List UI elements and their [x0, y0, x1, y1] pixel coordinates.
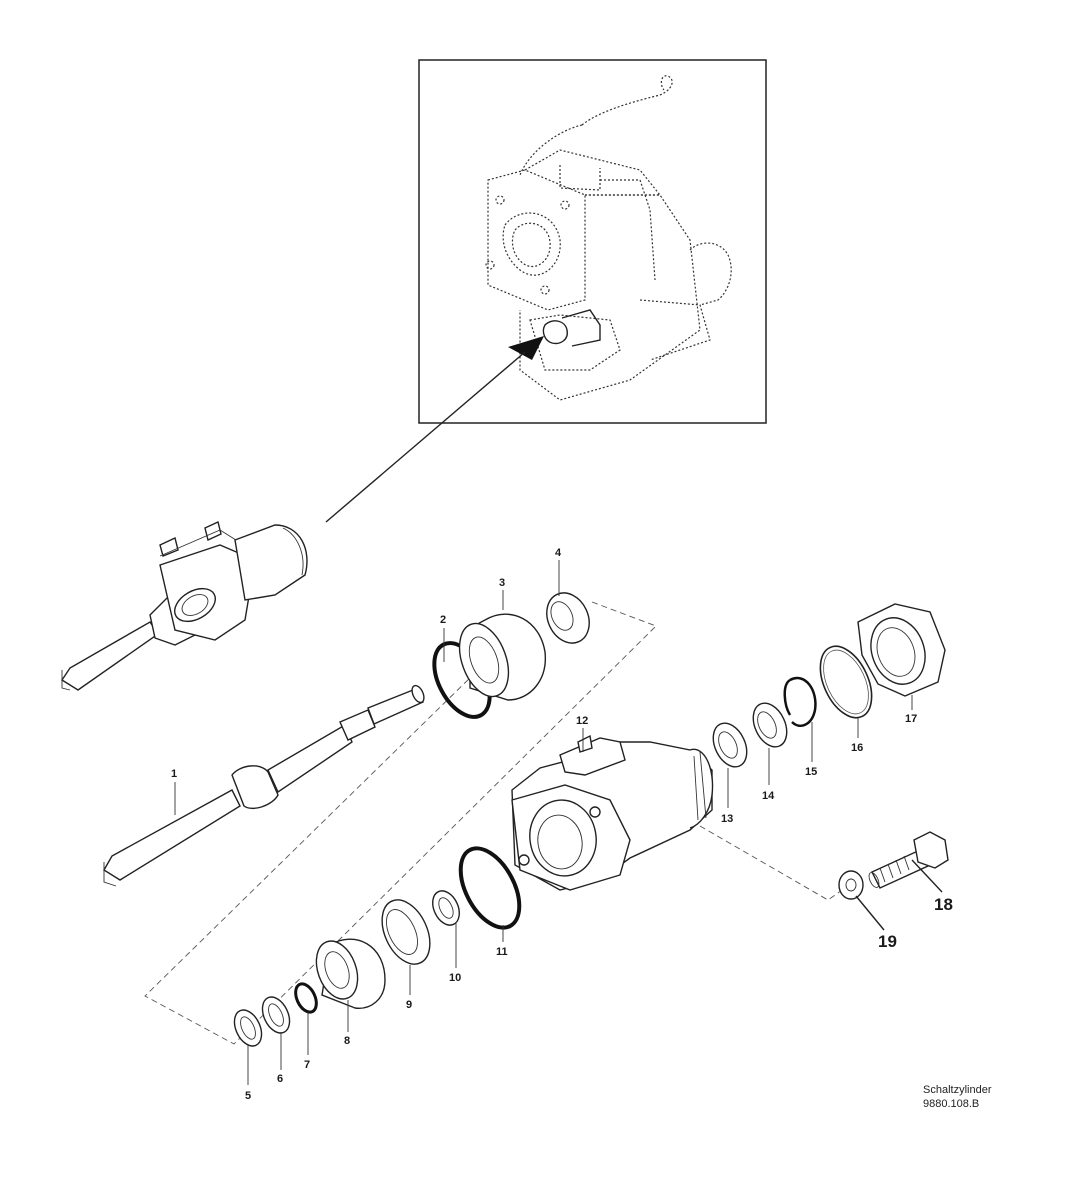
assembly-axis-right	[647, 795, 846, 901]
callout-14: 14	[762, 790, 775, 802]
part-9-ring	[381, 899, 431, 965]
callout-leaders	[174, 560, 943, 1085]
callout-18: 18	[934, 895, 953, 914]
callout-13: 13	[721, 813, 733, 825]
callout-10: 10	[449, 972, 461, 984]
part-3-piston	[458, 613, 546, 701]
inset-housing-front	[487, 169, 586, 311]
assembly-axis-left	[144, 601, 657, 1045]
inset-leader-line	[325, 351, 526, 523]
inset-frame	[418, 59, 767, 424]
callout-16: 16	[851, 742, 863, 754]
callout-4: 4	[555, 547, 562, 559]
inset-transmission-view	[418, 59, 767, 424]
part-19-washer	[838, 870, 864, 900]
callout-2: 2	[440, 614, 446, 626]
callout-19: 19	[878, 932, 897, 951]
drawing-caption: Schaltzylinder 9880.108.B	[923, 1083, 991, 1111]
callout-9: 9	[406, 999, 412, 1011]
part-17-nut	[857, 603, 946, 697]
callout-3: 3	[499, 577, 505, 589]
callout-11: 11	[496, 946, 508, 958]
assembled-shaft	[61, 621, 159, 691]
part-11-o-ring	[458, 846, 522, 930]
part-7-o-ring	[294, 982, 318, 1014]
callout-15: 15	[805, 766, 817, 778]
assembled-cap	[234, 524, 308, 601]
caption-title: Schaltzylinder	[923, 1084, 992, 1096]
callout-5: 5	[245, 1090, 251, 1102]
inset-shift-cylinder	[542, 320, 568, 345]
part-8-piston	[315, 938, 386, 1009]
callout-6: 6	[277, 1073, 283, 1085]
callout-labels: 1 2 3 4 5 6 7 8 9 10 11 12 13 14 15 16 1…	[171, 547, 953, 1102]
part-4-spacer-ring	[546, 592, 590, 644]
callout-8: 8	[344, 1035, 350, 1047]
callout-12: 12	[576, 715, 588, 727]
assembled-shift-cylinder	[61, 521, 308, 691]
callout-7: 7	[304, 1059, 310, 1071]
callout-1: 1	[171, 768, 177, 780]
part-12-cylinder-housing	[511, 734, 714, 891]
inset-cable	[581, 75, 673, 126]
part-1-shaft	[103, 684, 425, 887]
caption-drawing-number: 9880.108.B	[923, 1098, 980, 1110]
part-16-ring	[819, 645, 873, 719]
part-13-ring	[712, 722, 748, 768]
part-10-ring	[432, 890, 460, 926]
part-14-ring	[752, 702, 788, 748]
inset-flange-bore	[502, 212, 561, 276]
part-15-circlip	[789, 676, 817, 727]
part-6-ring	[261, 996, 291, 1034]
part-18-bolt	[868, 831, 949, 889]
inset-pointer-arrowhead	[508, 336, 544, 360]
callout-17: 17	[905, 713, 917, 725]
